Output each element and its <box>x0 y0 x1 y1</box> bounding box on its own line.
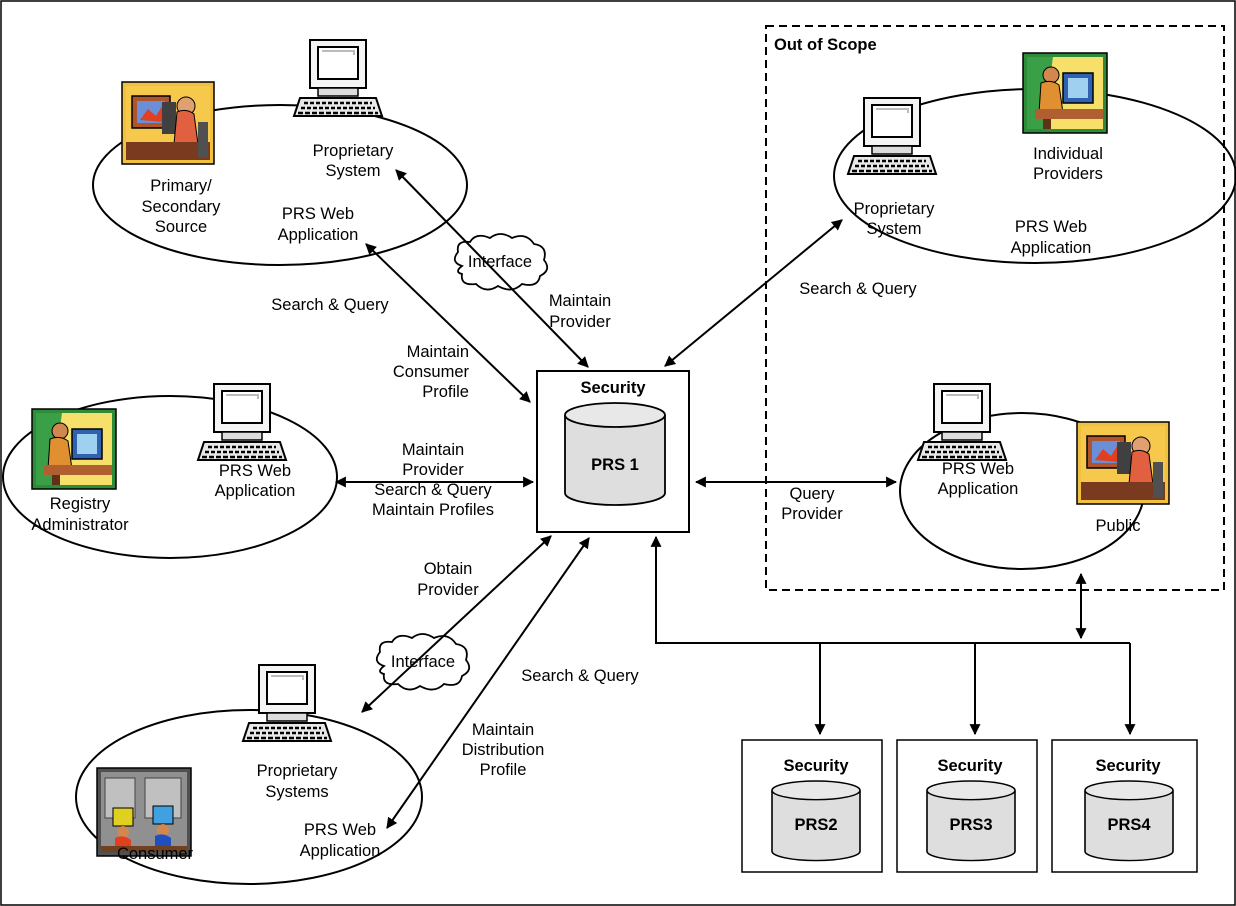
arrow-primary-system-to-prs1 <box>395 169 589 368</box>
svg-text:Application: Application <box>278 226 359 244</box>
registry-person-label: Registry Administrator <box>31 495 129 534</box>
consumer-web-label: PRS Web Application <box>300 821 381 860</box>
svg-text:Proprietary: Proprietary <box>257 762 338 780</box>
svg-text:Registry: Registry <box>50 495 111 513</box>
flow-label-maintain-distribution-profile: Maintain Distribution Profile <box>462 721 545 779</box>
public-web-label: PRS Web Application <box>938 460 1019 498</box>
consumer-office-icon <box>96 767 192 857</box>
public-web-computer-icon <box>916 382 1008 462</box>
central-db-cylinder <box>564 402 666 506</box>
consumer-system-label: Proprietary Systems <box>257 762 338 801</box>
flow-label-search-query-top-right: Search & Query <box>799 280 917 298</box>
svg-text:Proprietary: Proprietary <box>313 142 394 160</box>
svg-text:Distribution: Distribution <box>462 741 545 759</box>
primary-person-label: Primary/ Secondary Source <box>142 177 222 236</box>
primary-proprietary-computer-icon <box>292 38 384 118</box>
svg-text:Maintain: Maintain <box>402 441 464 459</box>
svg-text:System: System <box>325 162 380 180</box>
svg-text:Application: Application <box>215 482 296 500</box>
arrow-individual-to-prs1 <box>664 219 843 367</box>
svg-text:Providers: Providers <box>1033 165 1103 183</box>
svg-text:Query: Query <box>790 485 836 503</box>
svg-text:Maintain: Maintain <box>549 292 611 310</box>
central-db-security: Security <box>580 379 646 397</box>
satellite-db-prs4: Security PRS4 <box>1051 739 1198 873</box>
svg-text:Obtain: Obtain <box>424 560 473 578</box>
svg-text:PRS Web: PRS Web <box>1015 218 1087 236</box>
consumer-proprietary-computer-icon <box>241 663 333 743</box>
svg-text:Application: Application <box>300 842 381 860</box>
consumer-person-label: Consumer <box>117 845 194 863</box>
svg-text:Profile: Profile <box>422 383 469 401</box>
satellite-db-security: Security <box>1095 757 1161 775</box>
svg-text:Maintain Profiles: Maintain Profiles <box>372 501 494 519</box>
flow-label-maintain-provider-top: Maintain Provider <box>549 292 611 331</box>
svg-text:Provider: Provider <box>402 461 464 479</box>
central-db-name: PRS 1 <box>591 456 639 474</box>
flow-label-maintain-consumer-profile: Maintain Consumer Profile <box>393 343 470 401</box>
arrow-prs1-bus <box>650 535 1130 644</box>
arrow-consumer-web-to-prs1 <box>386 537 590 829</box>
satellite-db-name: PRS3 <box>949 816 992 834</box>
satellite-db-name: PRS4 <box>1107 816 1151 834</box>
flow-label-search-query-top-left: Search & Query <box>271 296 389 314</box>
individual-proprietary-computer-icon <box>846 96 938 176</box>
svg-text:PRS Web: PRS Web <box>942 460 1014 478</box>
public-person-label: Public <box>1096 517 1141 535</box>
svg-text:PRS Web: PRS Web <box>282 205 354 223</box>
svg-text:Proprietary: Proprietary <box>854 200 935 218</box>
primary-web-label: PRS Web Application <box>278 205 359 244</box>
svg-text:PRS Web: PRS Web <box>219 462 291 480</box>
registry-administrator-person-icon <box>31 408 117 490</box>
svg-text:Application: Application <box>1011 239 1092 257</box>
svg-text:Application: Application <box>938 480 1019 498</box>
primary-source-person-icon <box>121 81 215 165</box>
satellite-db-security: Security <box>783 757 849 775</box>
svg-text:Maintain: Maintain <box>407 343 469 361</box>
public-person-icon <box>1076 421 1170 505</box>
svg-text:Provider: Provider <box>417 581 479 599</box>
satellite-db-prs3: Security PRS3 <box>896 739 1038 873</box>
individual-person-label: Individual Providers <box>1033 145 1103 183</box>
flow-label-registry-flows: Maintain Provider Search & Query Maintai… <box>372 441 494 519</box>
svg-text:Provider: Provider <box>549 313 611 331</box>
interface-label-top: Interface <box>468 253 532 271</box>
registry-web-computer-icon <box>196 382 288 462</box>
individual-providers-person-icon <box>1022 52 1108 134</box>
flow-label-query-provider: Query Provider <box>781 485 843 523</box>
primary-system-label: Proprietary System <box>313 142 394 180</box>
flow-label-search-query-bottom: Search & Query <box>521 667 639 685</box>
connectors <box>334 169 1136 829</box>
satellite-db-name: PRS2 <box>794 816 837 834</box>
svg-text:Primary/: Primary/ <box>150 177 212 195</box>
svg-text:Systems: Systems <box>265 783 328 801</box>
individual-web-label: PRS Web Application <box>1011 218 1092 257</box>
svg-text:Search & Query: Search & Query <box>374 481 492 499</box>
svg-text:Secondary: Secondary <box>142 198 222 216</box>
out-of-scope-title: Out of Scope <box>774 36 877 54</box>
flow-label-obtain-provider: Obtain Provider <box>417 560 479 599</box>
svg-text:Administrator: Administrator <box>31 516 129 534</box>
satellite-db-security: Security <box>937 757 1003 775</box>
svg-text:PRS Web: PRS Web <box>304 821 376 839</box>
svg-text:Source: Source <box>155 218 207 236</box>
svg-text:Individual: Individual <box>1033 145 1103 163</box>
individual-system-label: Proprietary System <box>854 200 935 238</box>
svg-text:Profile: Profile <box>480 761 527 779</box>
svg-text:System: System <box>866 220 921 238</box>
satellite-db-prs2: Security PRS2 <box>741 739 883 873</box>
registry-web-label: PRS Web Application <box>215 462 296 500</box>
svg-text:Maintain: Maintain <box>472 721 534 739</box>
svg-text:Provider: Provider <box>781 505 843 523</box>
svg-text:Consumer: Consumer <box>393 363 470 381</box>
